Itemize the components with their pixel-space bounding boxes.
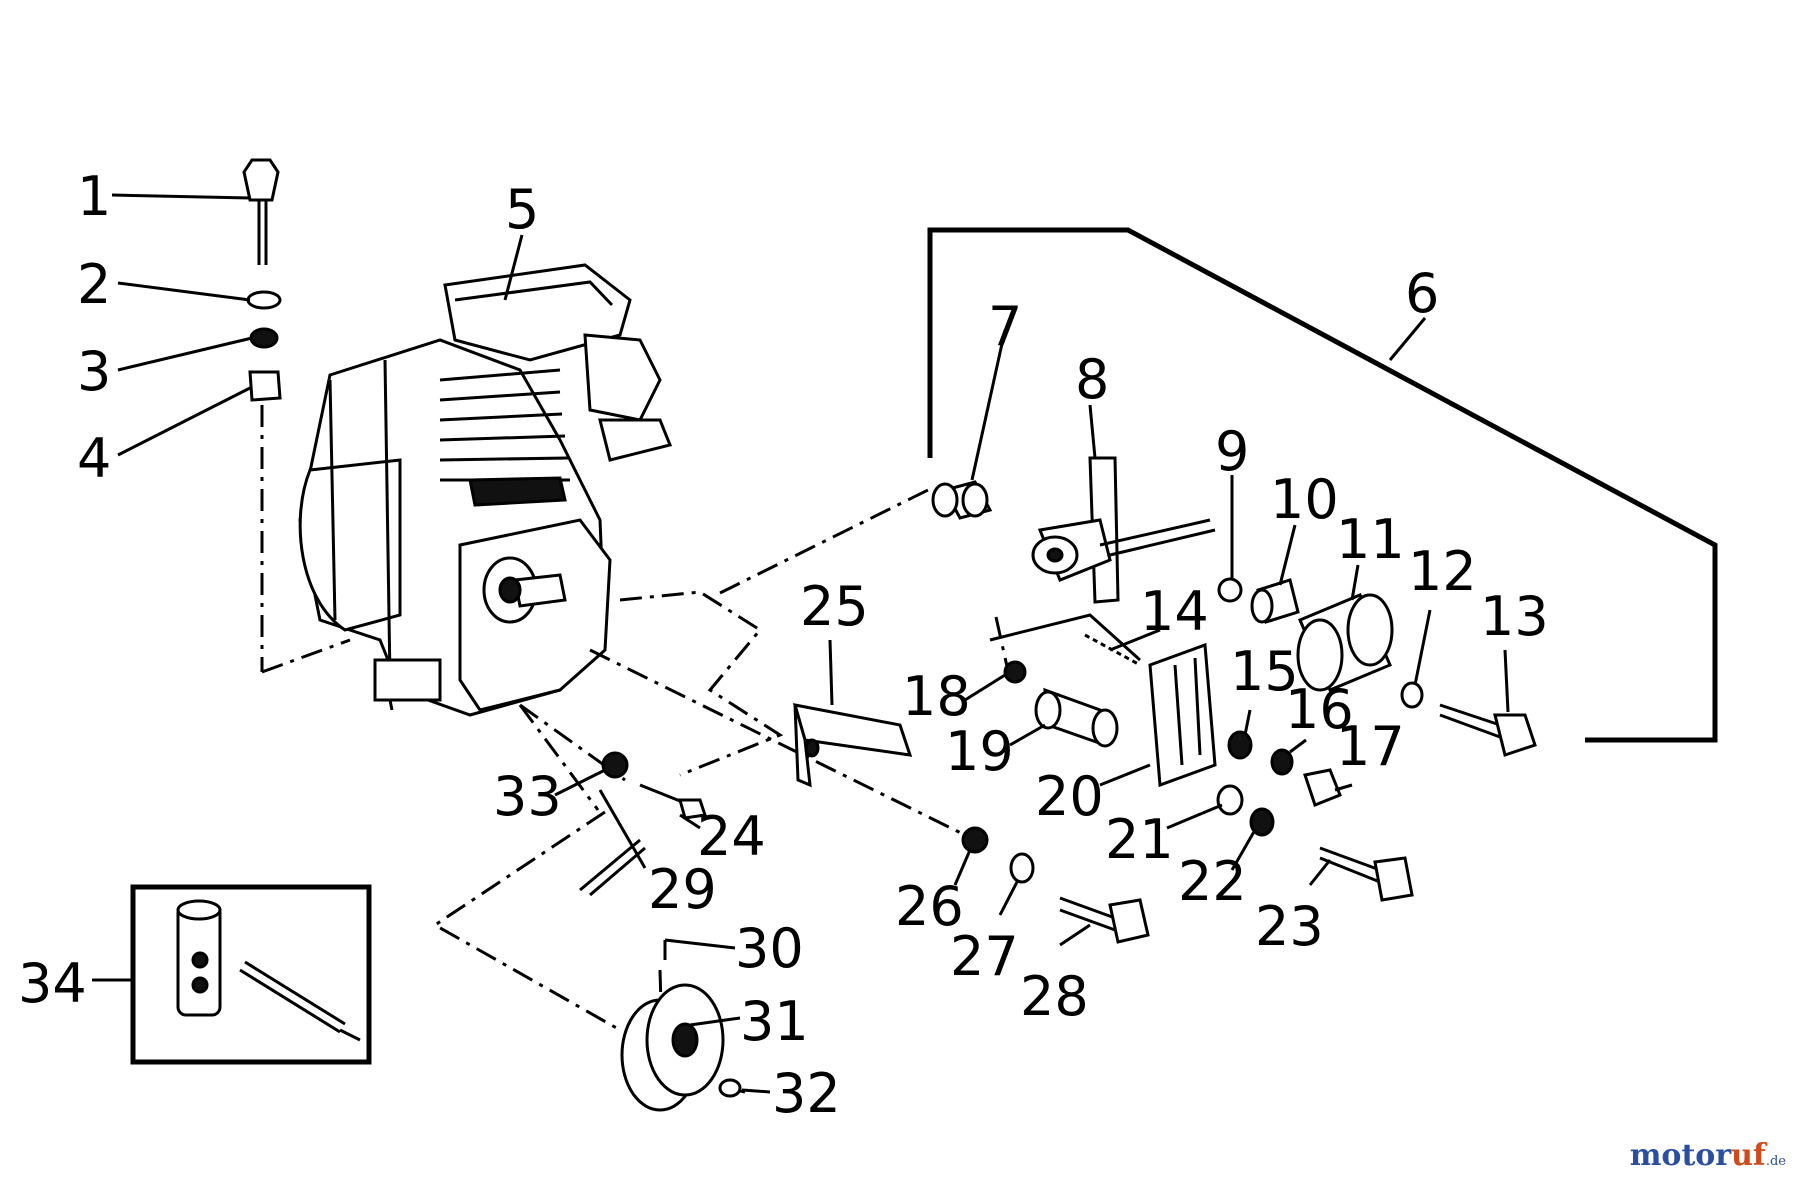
label-13: 13 (1480, 585, 1549, 648)
watermark-part2: uf (1731, 1138, 1766, 1173)
label-27: 27 (950, 925, 1019, 988)
label-7: 7 (988, 295, 1022, 358)
label-14: 14 (1140, 580, 1209, 643)
label-32: 32 (772, 1062, 841, 1125)
label-33: 33 (493, 765, 562, 828)
label-22: 22 (1178, 850, 1247, 913)
label-28: 28 (1020, 965, 1089, 1028)
label-24: 24 (697, 805, 766, 868)
watermark-part1: motor (1629, 1138, 1732, 1173)
label-23: 23 (1255, 895, 1324, 958)
label-25: 25 (800, 575, 869, 638)
label-30: 30 (735, 917, 804, 980)
mount-parts (579, 703, 1150, 944)
label-11: 11 (1336, 508, 1405, 571)
assembly-group-bracket (927, 227, 1718, 743)
part-labels: 1 2 3 4 5 6 7 8 9 10 11 12 13 14 15 16 1… (18, 165, 1549, 1125)
label-16: 16 (1285, 678, 1354, 741)
label-20: 20 (1035, 765, 1104, 828)
tensioner-parts (931, 456, 1537, 757)
label-34: 34 (18, 952, 87, 1015)
label-12: 12 (1408, 540, 1477, 603)
label-1: 1 (77, 165, 111, 228)
label-15: 15 (1230, 640, 1299, 703)
label-10: 10 (1270, 468, 1339, 531)
label-19: 19 (945, 720, 1014, 783)
label-3: 3 (77, 340, 111, 403)
label-17: 17 (1336, 715, 1405, 778)
label-2: 2 (77, 253, 111, 316)
label-9: 9 (1215, 420, 1249, 483)
label-4: 4 (77, 427, 111, 490)
label-18: 18 (902, 665, 971, 728)
drive-pulley-parts (620, 940, 746, 1112)
label-5: 5 (505, 178, 539, 241)
engine-assembly (298, 263, 673, 717)
label-31: 31 (740, 990, 809, 1053)
label-21: 21 (1105, 808, 1174, 871)
label-29: 29 (648, 858, 717, 921)
watermark-logo: motoruf.de (1630, 1138, 1786, 1173)
label-6: 6 (1405, 262, 1439, 325)
watermark-tld: .de (1765, 1154, 1786, 1169)
label-26: 26 (895, 875, 964, 938)
leader-lines (92, 193, 1510, 1094)
label-8: 8 (1075, 348, 1109, 411)
inset-box-part-34 (130, 884, 372, 1065)
